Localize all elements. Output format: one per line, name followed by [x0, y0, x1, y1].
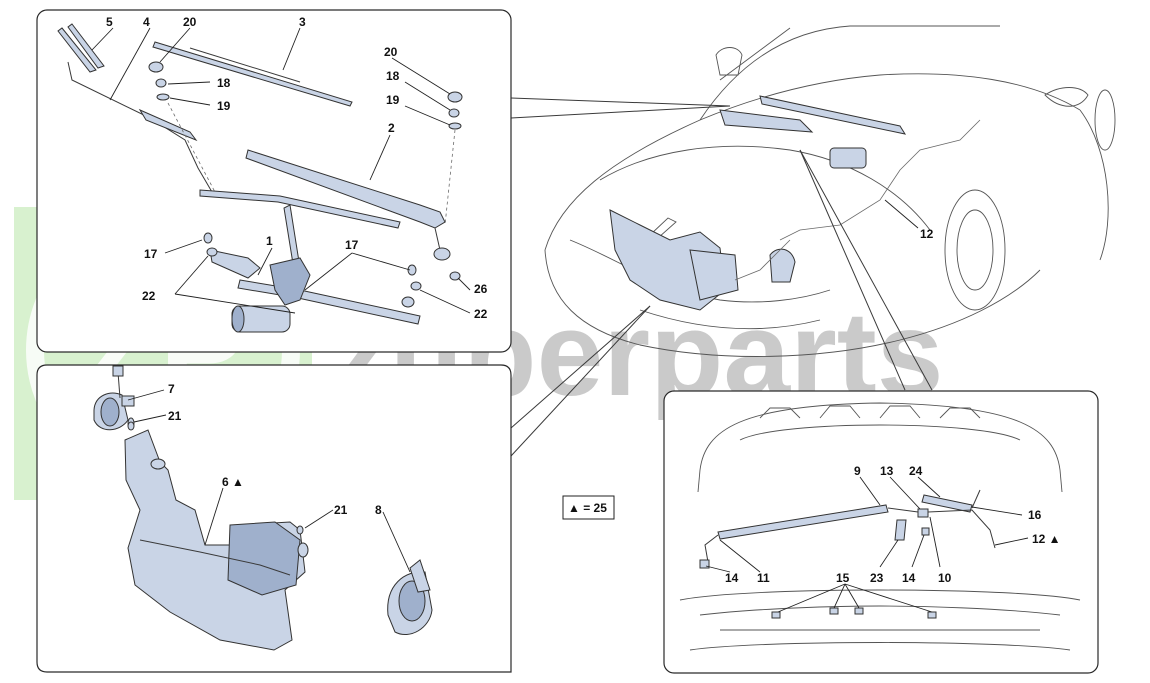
callout-1: 1 — [266, 234, 273, 248]
panel-wiper-assembly: 5 4 20 3 18 19 2 20 18 19 17 1 17 22 26 … — [36, 9, 512, 353]
panel-hoses-frame — [663, 390, 1099, 674]
callout-24: 24 — [909, 464, 923, 478]
callout-18-left: 18 — [217, 76, 231, 90]
callout-12-bottom: 12 ▲ — [1032, 532, 1061, 546]
callout-13: 13 — [880, 464, 894, 478]
callout-22-left: 22 — [142, 289, 156, 303]
callout-5: 5 — [106, 15, 113, 29]
panel-washer-horn: 7 21 6 ▲ 21 8 — [36, 364, 512, 673]
legend-box — [562, 495, 615, 520]
callout-18-right: 18 — [386, 69, 400, 83]
callout-17-left: 17 — [144, 247, 158, 261]
car-installed-parts — [609, 95, 981, 311]
callout-12-top: 12 — [920, 227, 934, 241]
callout-20-left: 20 — [183, 15, 197, 29]
legend-text: ▲ = 25 — [568, 501, 607, 515]
panel-washer-hoses: 9 13 24 16 12 ▲ 14 11 23 14 10 15 — [663, 390, 1099, 674]
callout-21-right: 21 — [334, 503, 348, 517]
callout-15: 15 — [836, 571, 850, 585]
legend: ▲ = 25 — [562, 495, 615, 520]
callout-3: 3 — [299, 15, 306, 29]
callout-10: 10 — [938, 571, 952, 585]
callout-14-left: 14 — [725, 571, 739, 585]
callout-9: 9 — [854, 464, 861, 478]
callout-22-right: 22 — [474, 307, 488, 321]
callout-2: 2 — [388, 121, 395, 135]
panel-connector-lines — [510, 97, 933, 457]
callout-8: 8 — [375, 503, 382, 517]
callout-14-right: 14 — [902, 571, 916, 585]
callout-11: 11 — [757, 571, 770, 585]
callout-19-right: 19 — [386, 93, 400, 107]
callout-4: 4 — [143, 15, 150, 29]
callout-26: 26 — [474, 282, 488, 296]
panel-wiper-frame — [36, 9, 512, 353]
callout-20-right: 20 — [384, 45, 398, 59]
callout-17-right: 17 — [345, 238, 359, 252]
callout-7: 7 — [168, 382, 175, 396]
callout-23: 23 — [870, 571, 884, 585]
callout-19-left: 19 — [217, 99, 231, 113]
callout-21-left: 21 — [168, 409, 182, 423]
callout-6: 6 ▲ — [222, 475, 244, 489]
callout-16: 16 — [1028, 508, 1042, 522]
car-outline — [544, 25, 1116, 357]
